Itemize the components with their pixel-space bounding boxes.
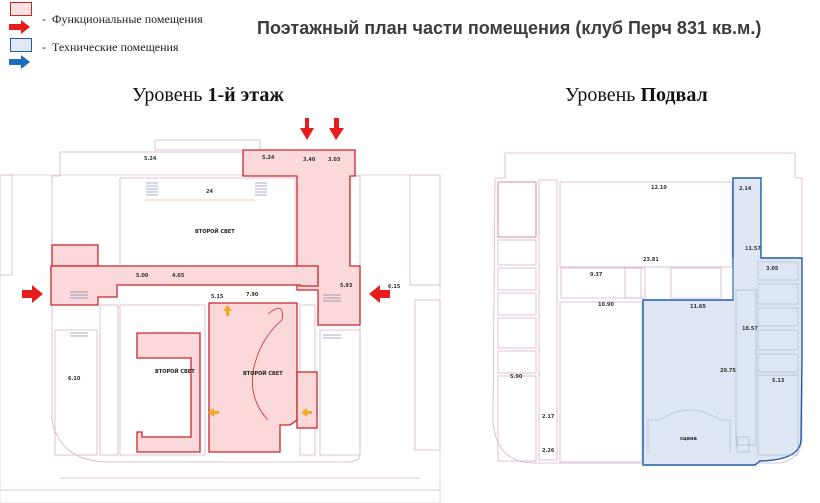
dimension-label: 6.15 bbox=[388, 284, 401, 290]
room-label-stage: сцена bbox=[680, 436, 697, 442]
legend: - Функциональные помещения - Технические… bbox=[0, 0, 240, 75]
first-floor-plan bbox=[0, 139, 441, 503]
dimension-label: 18.57 bbox=[742, 326, 758, 332]
dimension-label: 3.40 bbox=[303, 157, 316, 163]
dimension-label: 3.05 bbox=[766, 266, 779, 272]
dimension-label: 7.90 bbox=[246, 292, 259, 298]
room-label-second-light-stage: ВТОРОЙ СВЕТ bbox=[243, 369, 283, 377]
red-arrow-icon bbox=[329, 118, 344, 140]
dimension-label: 11.57 bbox=[745, 246, 761, 252]
dimension-label: 4.65 bbox=[172, 273, 185, 279]
first-floor-functional-areas bbox=[50, 149, 361, 453]
dimension-label: 23.81 bbox=[643, 257, 659, 263]
functional-area-left-room bbox=[51, 244, 99, 267]
level-first-floor-title: Уровень 1-й этаж bbox=[132, 84, 284, 106]
stage-curve bbox=[252, 307, 283, 421]
dimension-label: 10.90 bbox=[598, 302, 614, 308]
dimension-label: 11.65 bbox=[690, 304, 706, 310]
dimension-label: 5.15 bbox=[211, 294, 224, 300]
room-label-second-light-left: ВТОРОЙ СВЕТ bbox=[155, 367, 195, 375]
dimension-label: 24 bbox=[206, 189, 213, 195]
dimension-label: 5.90 bbox=[510, 374, 523, 380]
dimension-label: 2.17 bbox=[542, 414, 555, 420]
red-arrow-icon bbox=[369, 285, 390, 303]
dimension-label: 5.13 bbox=[772, 378, 785, 384]
functional-area-right-wing bbox=[242, 149, 361, 326]
functional-area-stage-hall bbox=[208, 302, 298, 453]
blue-arrow-icon bbox=[9, 55, 30, 69]
red-arrow-icon bbox=[9, 20, 30, 34]
level-basement-title: Уровень Подвал bbox=[565, 84, 708, 106]
functional-area-corridor bbox=[50, 265, 319, 306]
functional-area-small-room bbox=[296, 371, 318, 429]
legend-technical-swatch bbox=[10, 38, 32, 52]
legend-technical-label: - Технические помещения bbox=[42, 40, 179, 54]
dimension-label: 5.93 bbox=[340, 283, 353, 289]
orange-arrows bbox=[208, 305, 312, 417]
first-floor-staircases bbox=[70, 182, 341, 339]
technical-area-rooms bbox=[647, 258, 799, 456]
dimension-label: 5.00 bbox=[136, 273, 149, 279]
page-title: Поэтажный план части помещения (клуб Пер… bbox=[257, 18, 762, 38]
dimension-label: 12.10 bbox=[651, 185, 667, 191]
dimension-label: 9.37 bbox=[590, 272, 603, 278]
red-arrow-icon bbox=[300, 118, 314, 140]
legend-functional-swatch bbox=[10, 2, 32, 16]
dimension-label: 5.24 bbox=[262, 155, 275, 161]
red-arrow-icon bbox=[22, 285, 43, 303]
dimension-label: 5.24 bbox=[144, 156, 157, 162]
dimension-label: 2.26 bbox=[542, 448, 555, 454]
dimension-label: 3.03 bbox=[328, 157, 341, 163]
technical-area-basement bbox=[642, 177, 803, 466]
dimension-label: 6.10 bbox=[68, 376, 81, 382]
functional-area-left-hall bbox=[136, 332, 201, 453]
dimension-label: 2.14 bbox=[739, 186, 752, 192]
basement-plan bbox=[492, 152, 803, 464]
entrance-arrows bbox=[22, 118, 390, 303]
room-label-second-light-top: ВТОРОЙ СВЕТ bbox=[195, 227, 235, 235]
legend-functional-label: - Функциональные помещения bbox=[42, 12, 203, 26]
dimension-label: 20.75 bbox=[720, 368, 736, 374]
